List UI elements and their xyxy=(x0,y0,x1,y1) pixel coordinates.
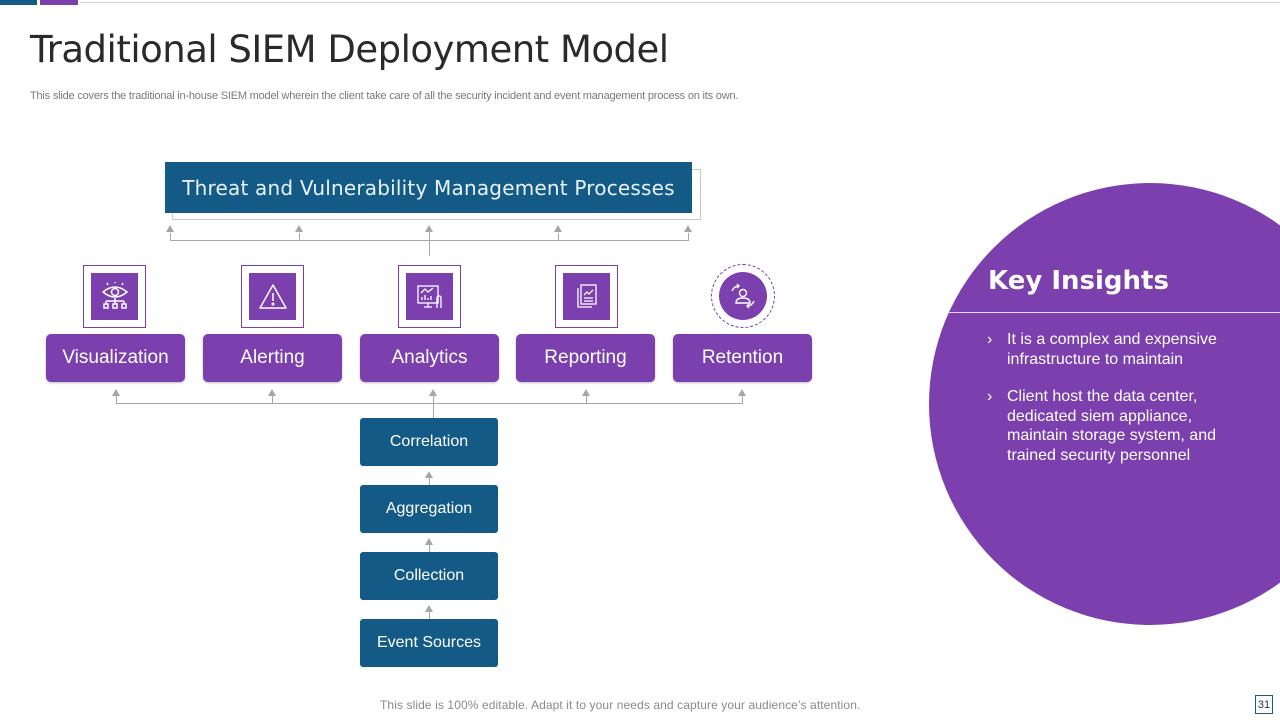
stack-connector xyxy=(429,541,430,552)
user-cycle-icon xyxy=(731,283,755,309)
stack-aggregation: Aggregation xyxy=(360,485,498,533)
upper-connector-stem xyxy=(429,228,430,256)
retention-icon-frame xyxy=(711,264,775,328)
lower-connector-line xyxy=(116,403,743,404)
analytics-icon-frame xyxy=(398,265,461,328)
insights-title: Key Insights xyxy=(988,266,1169,296)
stack-connector xyxy=(429,608,430,619)
upper-tick-5 xyxy=(688,233,689,240)
visualization-icon-frame xyxy=(83,265,146,328)
stack-event-sources: Event Sources xyxy=(360,619,498,667)
top-divider xyxy=(80,2,1280,3)
arrow-up-icon xyxy=(425,471,433,478)
arrow-up-icon xyxy=(425,605,433,612)
arrow-up-icon xyxy=(295,225,303,232)
arrow-up-icon xyxy=(166,225,174,232)
lower-tick-2 xyxy=(272,396,273,403)
arrow-up-icon xyxy=(268,389,276,396)
category-analytics: Analytics xyxy=(360,334,499,382)
warning-triangle-icon xyxy=(258,283,287,309)
insight-item: › Client host the data center, dedicated… xyxy=(987,387,1237,465)
arrow-up-icon xyxy=(112,389,120,396)
report-document-icon xyxy=(576,283,597,308)
category-visualization: Visualization xyxy=(46,334,185,382)
insights-divider xyxy=(948,312,1280,313)
arrow-up-icon xyxy=(425,225,433,232)
chevron-right-icon: › xyxy=(987,388,993,405)
slide-title: Traditional SIEM Deployment Model xyxy=(30,28,669,71)
stack-correlation: Correlation xyxy=(360,418,498,466)
upper-tick-4 xyxy=(558,233,559,240)
insight-item: › It is a complex and expensive infrastr… xyxy=(987,330,1237,369)
insight-text: It is a complex and expensive infrastruc… xyxy=(1007,331,1217,368)
chevron-right-icon: › xyxy=(987,331,993,348)
stack-connector xyxy=(429,474,430,485)
upper-tick-2 xyxy=(299,233,300,240)
lower-tick-1 xyxy=(116,396,117,403)
lower-tick-5 xyxy=(742,396,743,403)
insights-panel xyxy=(929,183,1280,625)
upper-tick-1 xyxy=(170,233,171,240)
lower-connector-stem xyxy=(433,392,434,418)
category-alerting: Alerting xyxy=(203,334,342,382)
analytics-board-icon xyxy=(416,284,442,308)
arrow-up-icon xyxy=(425,538,433,545)
arrow-up-icon xyxy=(429,389,437,396)
alerting-icon-frame xyxy=(241,265,304,328)
category-retention: Retention xyxy=(673,334,812,382)
top-accent-blue xyxy=(0,0,37,5)
arrow-up-icon xyxy=(554,225,562,232)
threat-management-box: Threat and Vulnerability Management Proc… xyxy=(165,162,692,213)
arrow-up-icon xyxy=(684,225,692,232)
category-reporting: Reporting xyxy=(516,334,655,382)
insight-text: Client host the data center, dedicated s… xyxy=(1007,388,1216,464)
stack-collection: Collection xyxy=(360,552,498,600)
arrow-up-icon xyxy=(738,389,746,396)
page-number: 31 xyxy=(1255,695,1273,714)
slide-subtitle: This slide covers the traditional in-hou… xyxy=(30,90,739,102)
insights-list: › It is a complex and expensive infrastr… xyxy=(987,330,1237,483)
top-accent-purple xyxy=(40,0,78,5)
footer-note: This slide is 100% editable. Adapt it to… xyxy=(380,698,861,712)
eye-network-icon xyxy=(101,281,128,309)
lower-tick-4 xyxy=(586,396,587,403)
reporting-icon-frame xyxy=(555,265,618,328)
arrow-up-icon xyxy=(582,389,590,396)
